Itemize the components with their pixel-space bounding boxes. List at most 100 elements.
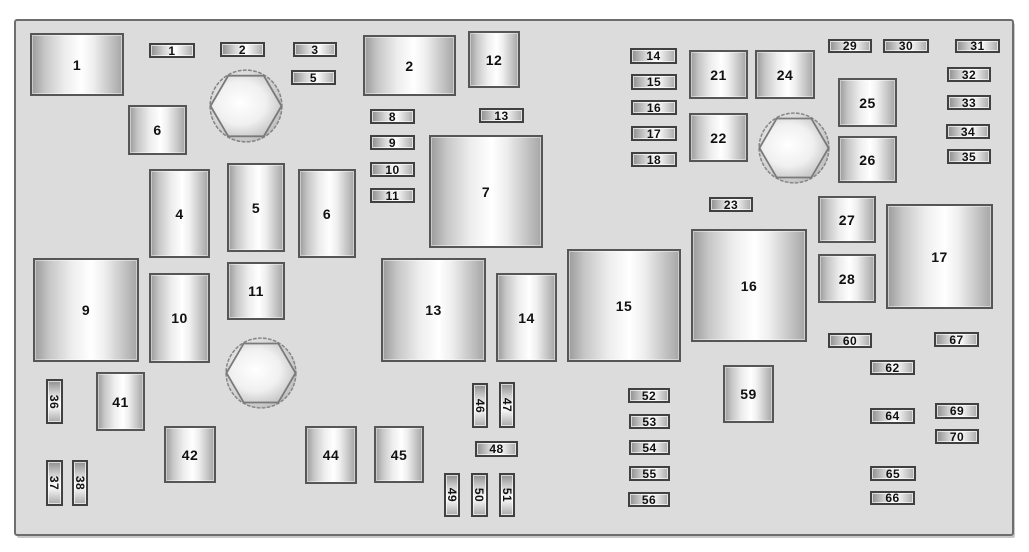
relay-box-10: 10 bbox=[149, 273, 210, 363]
relay-box-label: 24 bbox=[776, 66, 794, 83]
mounting-bolt-icon bbox=[758, 112, 830, 184]
fuse-33: 33 bbox=[947, 95, 991, 110]
relay-box-15: 15 bbox=[567, 249, 681, 362]
relay-box-4: 4 bbox=[149, 169, 210, 258]
fuse-label: 9 bbox=[388, 135, 397, 150]
fuse-label: 67 bbox=[949, 332, 964, 347]
fuse-label: 38 bbox=[73, 475, 88, 491]
fuse-label: 14 bbox=[646, 49, 661, 63]
fuse-60: 60 bbox=[828, 333, 872, 348]
fuse-31: 31 bbox=[955, 39, 1000, 53]
fuse-label: 1 bbox=[168, 43, 176, 58]
relay-box-1: 1 bbox=[30, 33, 124, 96]
fuse-54: 54 bbox=[629, 440, 670, 455]
relay-box-label: 28 bbox=[838, 270, 856, 287]
fuse-label: 53 bbox=[642, 414, 657, 429]
relay-box-label: 22 bbox=[710, 129, 727, 146]
relay-box-14: 14 bbox=[496, 273, 557, 362]
relay-box-label: 17 bbox=[931, 248, 948, 265]
relay-box-label: 4 bbox=[175, 205, 184, 222]
fuse-label: 11 bbox=[385, 188, 400, 203]
fuse-label: 36 bbox=[47, 394, 62, 409]
relay-box-label: 41 bbox=[112, 393, 129, 410]
fuse-3: 3 bbox=[293, 42, 337, 57]
fuse-label: 15 bbox=[646, 75, 662, 89]
fuse-11: 11 bbox=[370, 188, 415, 203]
relay-box-label: 25 bbox=[859, 94, 876, 111]
fuse-51: 51 bbox=[499, 473, 515, 517]
fuse-label: 34 bbox=[960, 124, 976, 139]
fuse-36: 36 bbox=[46, 379, 63, 424]
fuse-37: 37 bbox=[46, 460, 63, 506]
relay-box-label: 44 bbox=[322, 447, 340, 463]
fuse-label: 66 bbox=[885, 491, 900, 505]
relay-box-label: 15 bbox=[615, 297, 633, 314]
relay-box-label: 59 bbox=[740, 386, 757, 402]
fuse-16: 16 bbox=[631, 100, 677, 115]
fuse-label: 50 bbox=[472, 487, 487, 503]
relay-box-label: 7 bbox=[481, 183, 491, 200]
fuse-label: 17 bbox=[646, 126, 662, 141]
relay-box-42: 42 bbox=[164, 426, 216, 483]
fuse-label: 52 bbox=[641, 388, 657, 403]
fuse-label: 62 bbox=[885, 360, 900, 375]
fuse-5: 5 bbox=[291, 70, 336, 85]
fuse-label: 46 bbox=[473, 398, 488, 413]
fuse-label: 48 bbox=[489, 442, 504, 456]
relay-box-44: 44 bbox=[305, 426, 357, 484]
fuse-13: 13 bbox=[479, 108, 524, 123]
fuse-label: 60 bbox=[842, 333, 858, 348]
fuse-35: 35 bbox=[947, 149, 991, 164]
relay-box-9: 9 bbox=[33, 258, 139, 362]
fuse-14: 14 bbox=[630, 48, 677, 64]
mounting-bolt-icon bbox=[225, 337, 297, 409]
relay-box-label: 5 bbox=[251, 199, 261, 216]
relay-box-2: 2 bbox=[363, 35, 456, 96]
relay-box-5: 5 bbox=[227, 163, 285, 252]
fuse-9: 9 bbox=[370, 135, 415, 150]
fuse-label: 70 bbox=[949, 429, 965, 444]
relay-box-22: 22 bbox=[689, 113, 748, 162]
relay-box-7: 7 bbox=[429, 135, 543, 248]
fuse-23: 23 bbox=[709, 197, 753, 212]
fuse-49: 49 bbox=[444, 473, 460, 517]
fuse-69: 69 bbox=[935, 403, 979, 419]
fuse-label: 10 bbox=[385, 162, 400, 177]
fuse-label: 64 bbox=[885, 409, 900, 423]
relay-box-59: 59 bbox=[723, 365, 774, 423]
relay-box-label: 21 bbox=[710, 66, 727, 83]
fuse-56: 56 bbox=[628, 492, 670, 507]
relay-box-label: 9 bbox=[81, 302, 91, 318]
relay-box-27: 27 bbox=[818, 196, 876, 243]
fuse-10: 10 bbox=[370, 162, 415, 177]
fuse-label: 5 bbox=[309, 70, 318, 85]
fuse-17: 17 bbox=[631, 126, 677, 141]
fuse-label: 51 bbox=[500, 487, 515, 503]
relay-box-label: 2 bbox=[405, 57, 414, 74]
fuse-label: 49 bbox=[445, 487, 460, 503]
fuse-label: 56 bbox=[641, 492, 657, 507]
fuse-62: 62 bbox=[870, 360, 915, 375]
fuse-2: 2 bbox=[220, 42, 265, 57]
relay-box-21: 21 bbox=[689, 50, 748, 99]
fuse-70: 70 bbox=[935, 429, 979, 444]
fuse-53: 53 bbox=[629, 414, 670, 429]
fuse-66: 66 bbox=[870, 491, 915, 505]
fuse-55: 55 bbox=[629, 466, 670, 481]
relay-box-13: 13 bbox=[381, 258, 486, 362]
fuse-48: 48 bbox=[475, 441, 518, 457]
fuse-label: 2 bbox=[238, 42, 247, 57]
fuse-8: 8 bbox=[370, 109, 415, 124]
fuse-label: 30 bbox=[898, 39, 914, 53]
relay-box-label: 42 bbox=[181, 446, 199, 463]
fuse-label: 65 bbox=[885, 466, 901, 481]
relay-box-24: 24 bbox=[755, 50, 815, 99]
relay-box-label: 14 bbox=[518, 309, 535, 326]
relay-box-label: 16 bbox=[740, 277, 758, 294]
fuse-30: 30 bbox=[883, 39, 929, 53]
fuse-46: 46 bbox=[472, 383, 488, 428]
fuse-label: 31 bbox=[970, 39, 985, 53]
mounting-bolt-icon bbox=[209, 69, 283, 143]
